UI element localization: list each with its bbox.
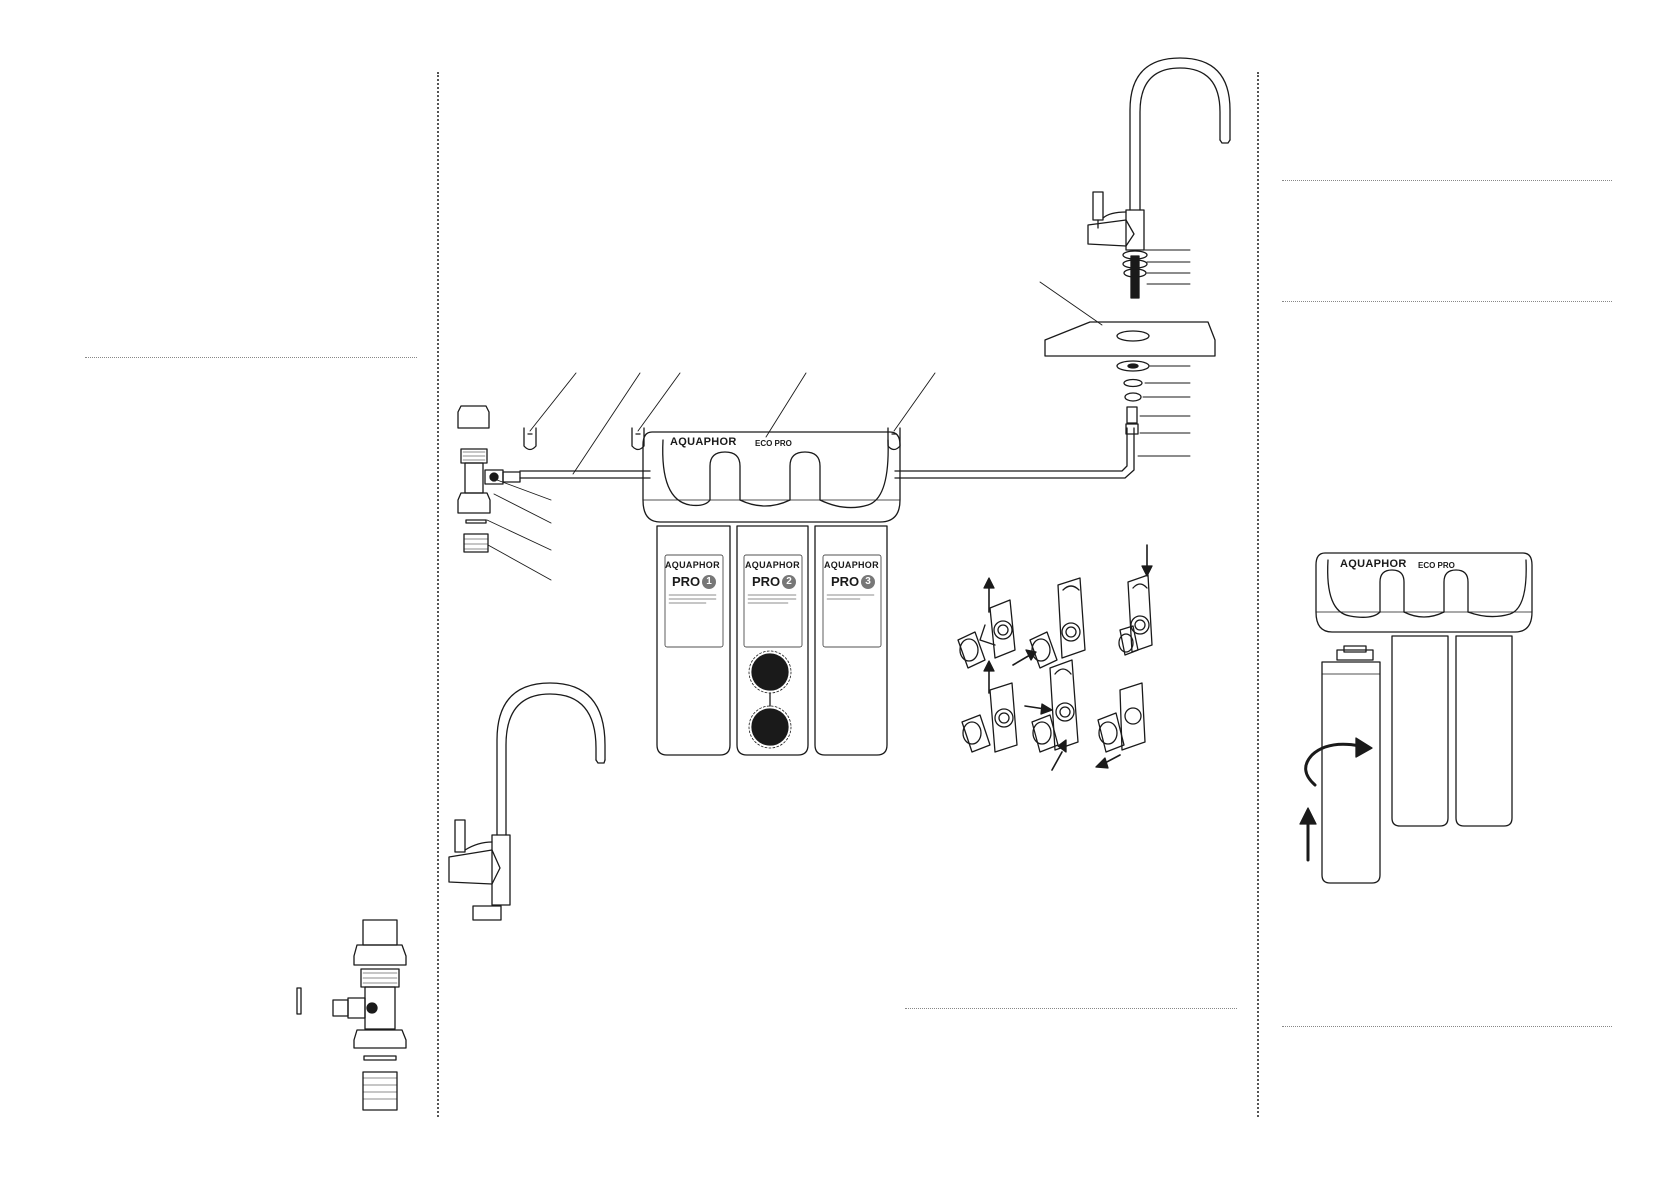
arrow-icon <box>984 545 1152 770</box>
section-rule <box>905 1008 1237 1009</box>
replacement-housing <box>1316 553 1532 883</box>
replacement-model-label: ECO PRO <box>1418 561 1455 570</box>
cartridge-2 <box>737 526 808 755</box>
cartridge-2-brand: AQUAPHOR <box>745 560 800 570</box>
cartridge-1 <box>657 526 730 755</box>
inlet-tube <box>520 471 650 478</box>
cartridge-2-stage: 2 <box>782 575 796 589</box>
replacement-brand-label: AQUAPHOR <box>1340 558 1407 570</box>
brand-label: AQUAPHOR <box>670 436 737 448</box>
cartridge-3-label: PRO <box>831 574 860 589</box>
column-divider-left <box>437 72 439 1117</box>
outlet-tube <box>895 428 1134 478</box>
tee-valve-icon <box>297 920 406 1110</box>
callout-lines <box>487 373 935 580</box>
cartridge-1-brand: AQUAPHOR <box>665 560 720 570</box>
clip-icon <box>524 428 900 450</box>
faucet-icon <box>1045 58 1230 434</box>
cartridge-2-label: PRO <box>752 574 781 589</box>
rotate-arrow-icon <box>1306 738 1372 785</box>
arrow-icon <box>1300 808 1316 860</box>
column-divider-right <box>1257 72 1259 1117</box>
cartridge-3 <box>815 526 887 755</box>
section-rule <box>85 357 417 358</box>
section-rule <box>1282 180 1612 181</box>
cartridge-1-label: PRO <box>672 574 701 589</box>
callout-lines <box>1040 250 1190 456</box>
cartridge-1-stage: 1 <box>702 575 716 589</box>
section-rule <box>1282 301 1612 302</box>
housing-model-label: ECO PRO <box>755 439 792 448</box>
indicator-dot-icon <box>752 654 788 690</box>
push-fit-steps <box>958 575 1152 752</box>
section-rule <box>1282 1026 1612 1027</box>
tee-valve-icon <box>458 406 520 552</box>
cartridge-3-stage: 3 <box>861 575 875 589</box>
cartridge-3-brand: AQUAPHOR <box>824 560 879 570</box>
indicator-dot-icon <box>752 709 788 745</box>
faucet-icon <box>449 683 605 920</box>
